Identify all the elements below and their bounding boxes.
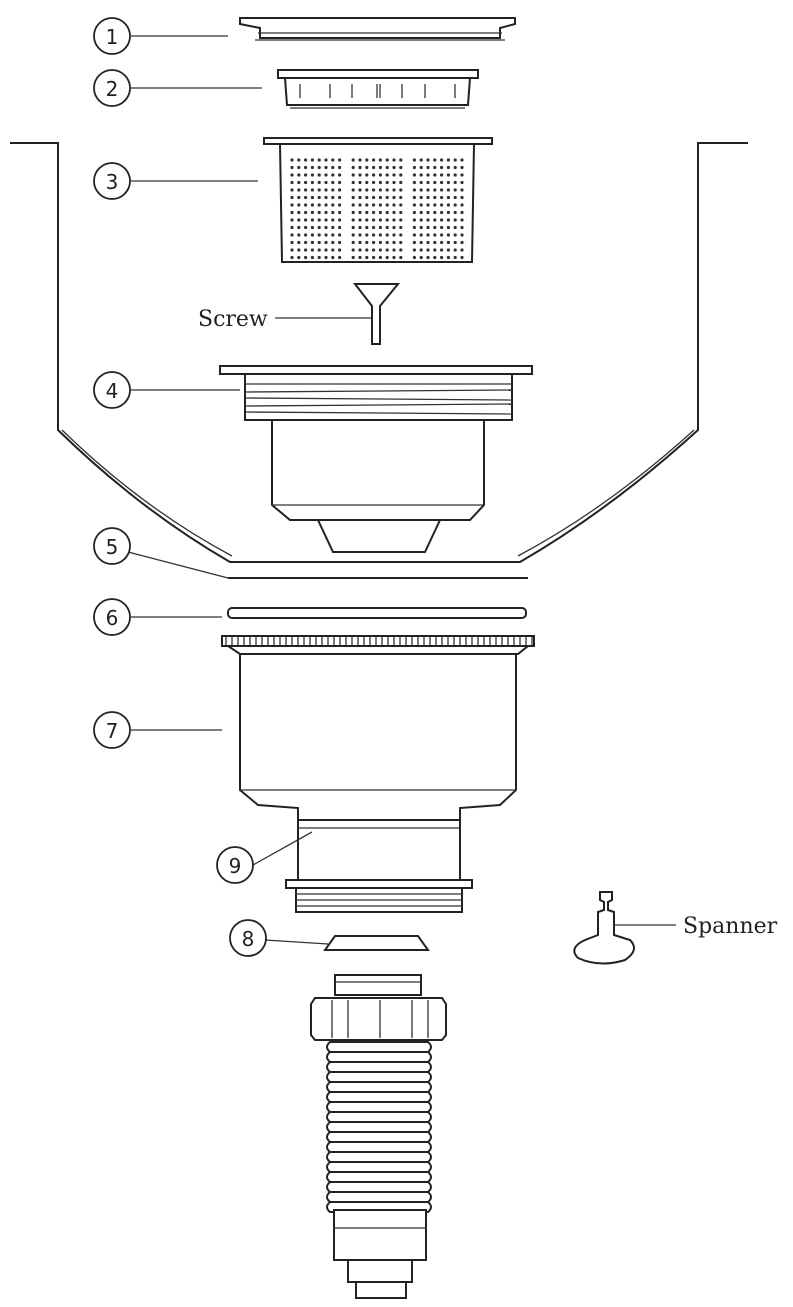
callout-number: 8: [242, 927, 255, 951]
part-sink-bottom: [127, 551, 528, 579]
callout-8: 8: [229, 919, 267, 957]
callout-number: 1: [106, 25, 119, 49]
part-strainer-basket: [263, 137, 493, 263]
callout-number: 4: [106, 379, 119, 403]
part-lower-body: [221, 635, 535, 913]
part-washer: [264, 935, 430, 951]
callout-7: 7: [93, 711, 131, 749]
callout-number: 9: [229, 854, 242, 878]
callout-number: 5: [106, 535, 119, 559]
spanner-label: Spanner: [683, 914, 778, 939]
callout-2: 2: [93, 69, 131, 107]
callout-5: 5: [93, 527, 131, 565]
part-hose: [310, 974, 447, 1299]
callout-number: 6: [106, 606, 119, 630]
part-screw: [275, 283, 401, 345]
part-strainer-ring: [277, 69, 479, 109]
callout-4: 4: [93, 371, 131, 409]
callout-1: 1: [93, 17, 131, 55]
callout-leaders: [131, 35, 313, 866]
basket-perforations: [290, 158, 464, 260]
callout-number: 3: [106, 170, 119, 194]
part-gasket: [227, 607, 527, 619]
part-spanner: [573, 891, 676, 965]
part-drain-body: [219, 365, 533, 553]
body-serrations: [225, 637, 533, 645]
part-cap: [239, 17, 516, 41]
hose-corrugations: [326, 1041, 432, 1213]
screw-label: Screw: [198, 307, 268, 332]
callout-number: 2: [106, 77, 119, 101]
callout-3: 3: [93, 162, 131, 200]
callout-9: 9: [216, 846, 254, 884]
callout-6: 6: [93, 598, 131, 636]
sink-basin: [10, 142, 748, 563]
callout-number: 7: [106, 719, 119, 743]
